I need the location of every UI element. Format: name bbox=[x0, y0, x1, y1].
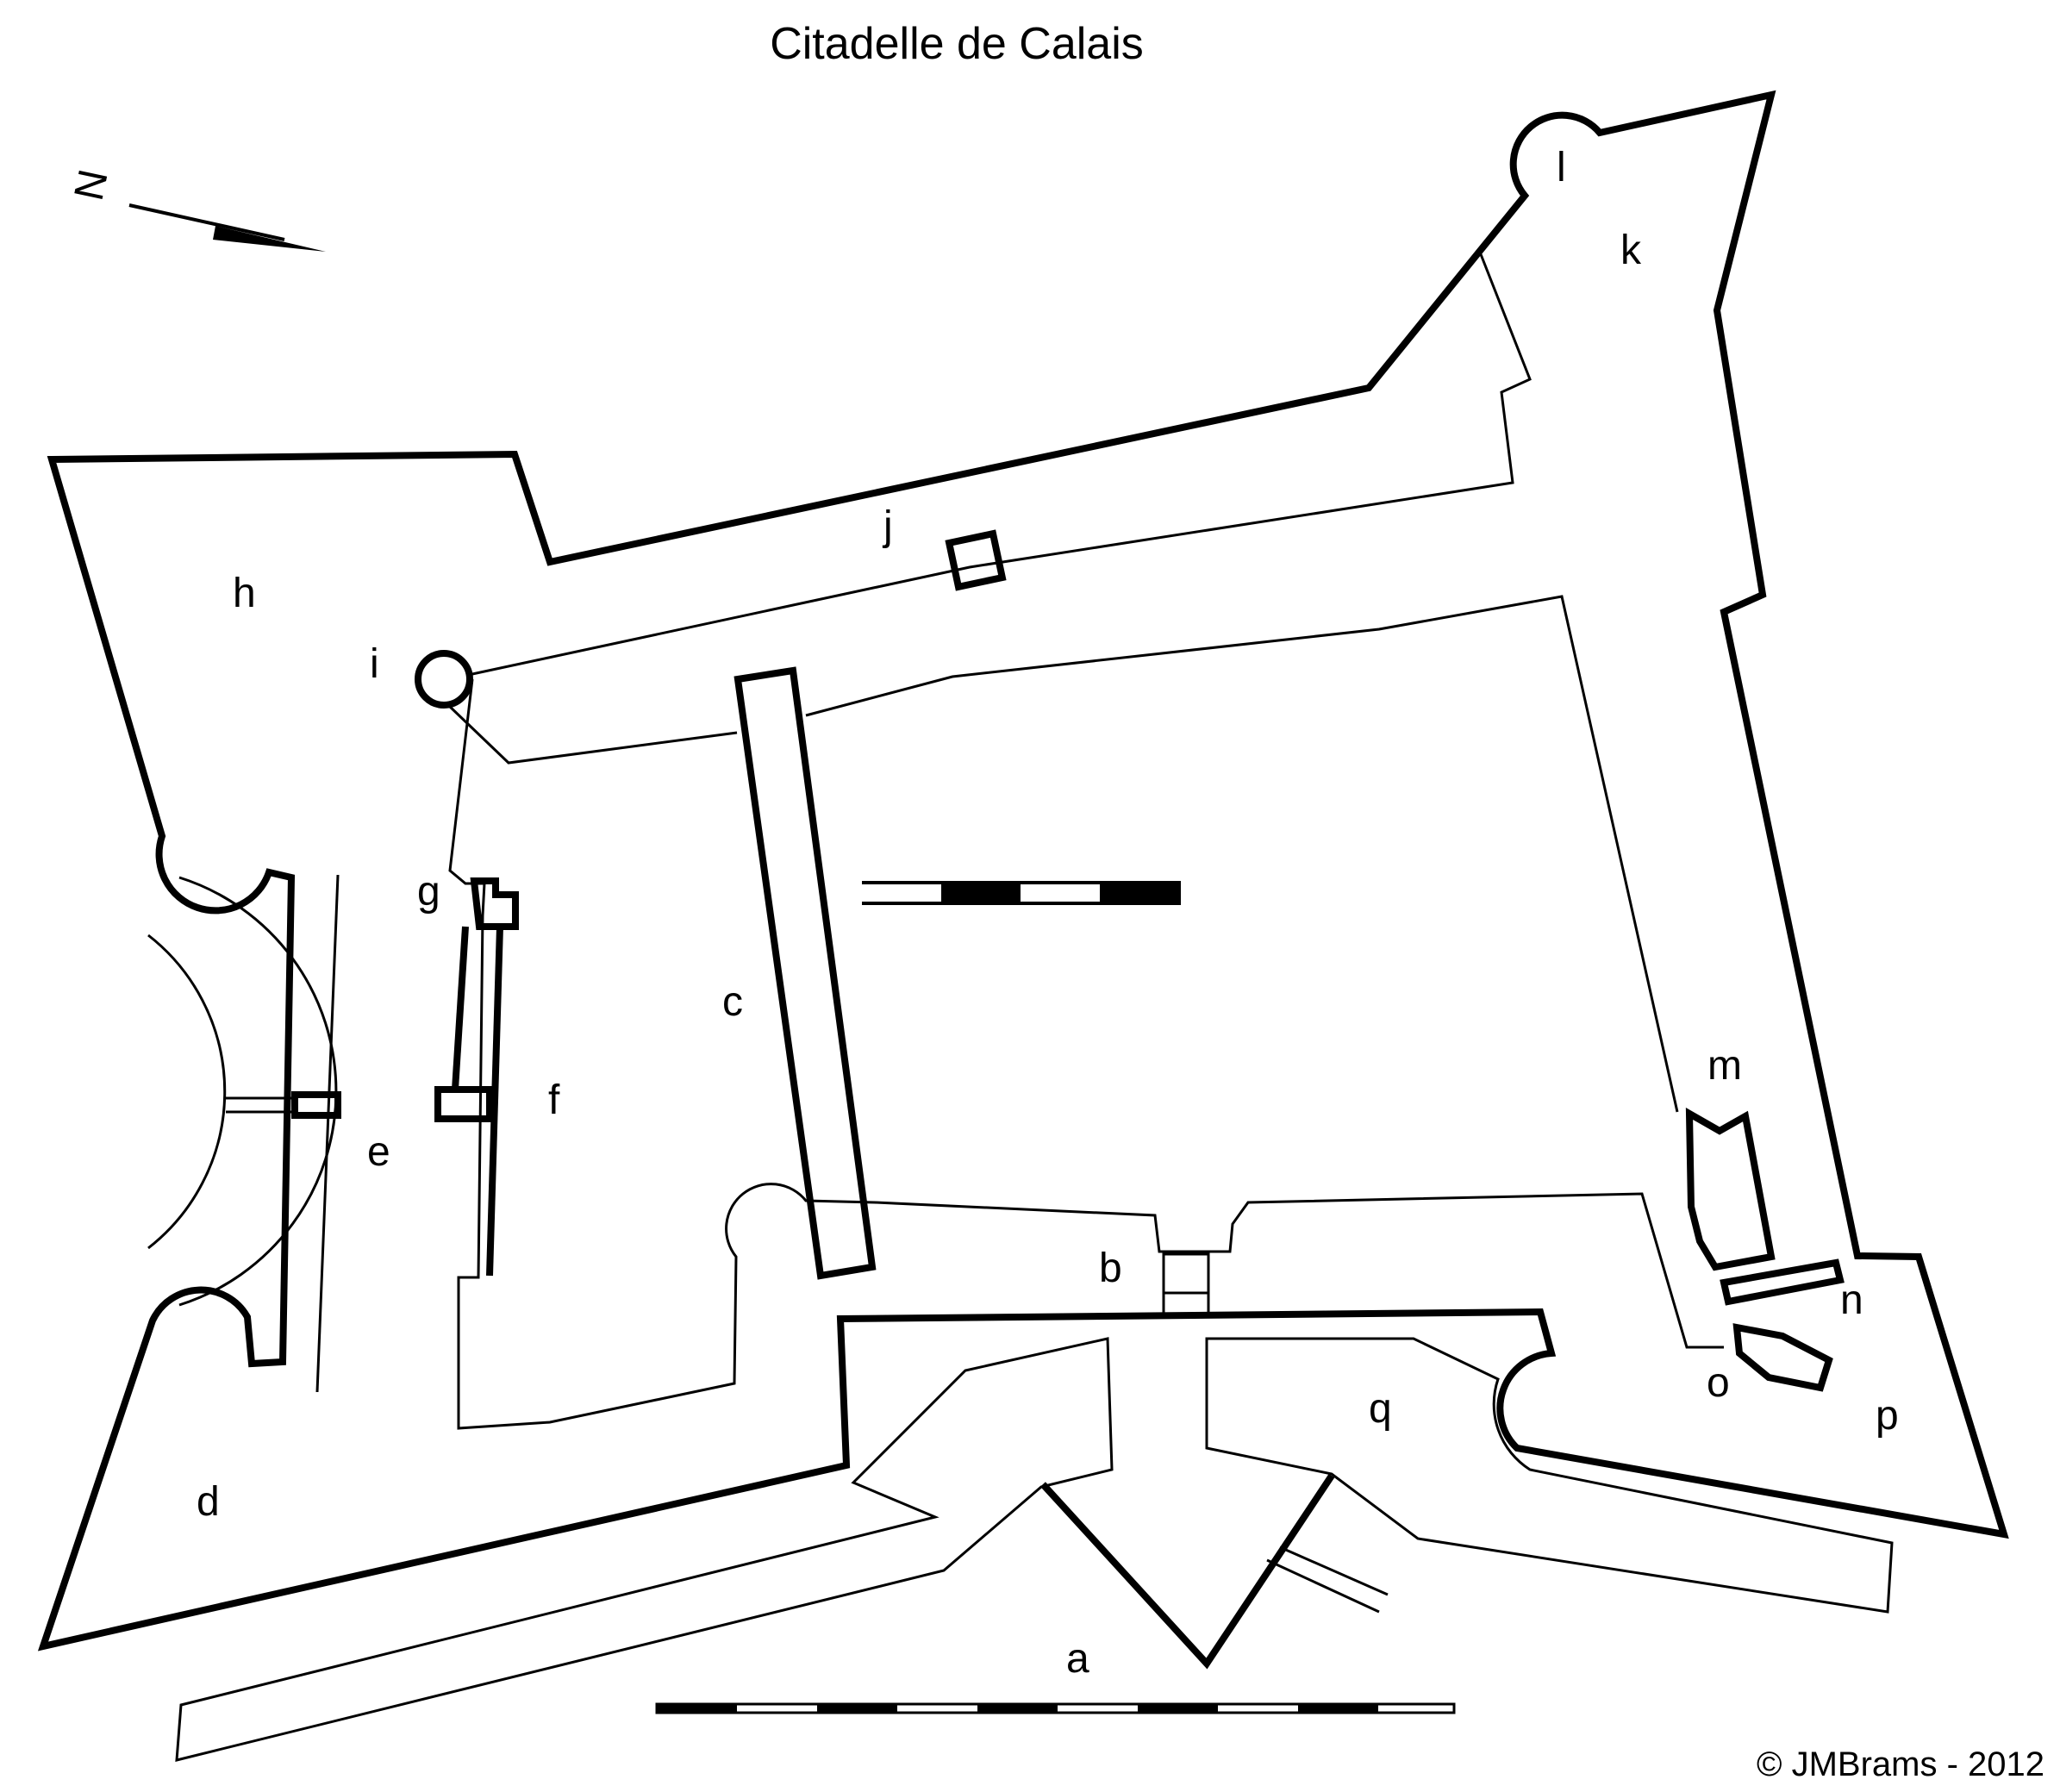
gate-g bbox=[470, 877, 519, 930]
plan-title: Citadelle de Calais bbox=[770, 19, 1144, 69]
label-h: h bbox=[233, 571, 256, 616]
label-b: b bbox=[1099, 1246, 1122, 1291]
building-n bbox=[1720, 1258, 1845, 1306]
ravelin-a bbox=[1040, 1473, 1335, 1670]
building-c bbox=[733, 666, 877, 1280]
label-j: j bbox=[882, 503, 893, 549]
label-m: m bbox=[1707, 1043, 1742, 1089]
tower-i bbox=[415, 650, 473, 709]
gate-wall bbox=[452, 926, 469, 1090]
ravelin-channel-2 bbox=[1279, 1545, 1389, 1596]
label-d: d bbox=[197, 1479, 220, 1525]
ravelin-curve-inner bbox=[147, 933, 227, 1250]
gate-f bbox=[434, 1086, 493, 1122]
outwork-a bbox=[175, 1337, 1114, 1762]
label-k: k bbox=[1620, 228, 1642, 273]
sluice-gate bbox=[291, 1091, 341, 1119]
label-f: f bbox=[548, 1077, 560, 1123]
label-i: i bbox=[370, 641, 379, 687]
label-a: a bbox=[1066, 1636, 1089, 1682]
north-arrow-icon bbox=[128, 203, 326, 252]
outer-enceinte bbox=[37, 90, 2009, 1652]
inner-scale-bar bbox=[862, 881, 1181, 905]
label-l: l bbox=[1557, 145, 1566, 190]
ravelin-channel-1 bbox=[1266, 1558, 1380, 1614]
label-o: o bbox=[1707, 1360, 1730, 1406]
label-e: e bbox=[367, 1129, 390, 1175]
label-q: q bbox=[1369, 1386, 1392, 1432]
bottom-scale-bar bbox=[655, 1702, 1456, 1714]
north-label: N bbox=[66, 165, 117, 204]
gate-b bbox=[1162, 1252, 1210, 1318]
moat-line-left bbox=[315, 874, 340, 1393]
curtain-inner-north bbox=[446, 703, 738, 765]
north-curtain-inner bbox=[471, 253, 1532, 676]
label-n: n bbox=[1840, 1277, 1863, 1323]
outwork-q bbox=[1205, 1337, 1894, 1614]
tower-j bbox=[945, 529, 1007, 591]
label-p: p bbox=[1876, 1393, 1899, 1439]
label-g: g bbox=[417, 869, 440, 915]
gate-wall-2 bbox=[486, 926, 503, 1277]
label-c: c bbox=[722, 979, 743, 1025]
curtain-inner-middle bbox=[805, 595, 1679, 1113]
copyright-text: © JMBrams - 2012 bbox=[1757, 1745, 2044, 1783]
building-m bbox=[1685, 1108, 1776, 1271]
building-o bbox=[1732, 1323, 1833, 1392]
